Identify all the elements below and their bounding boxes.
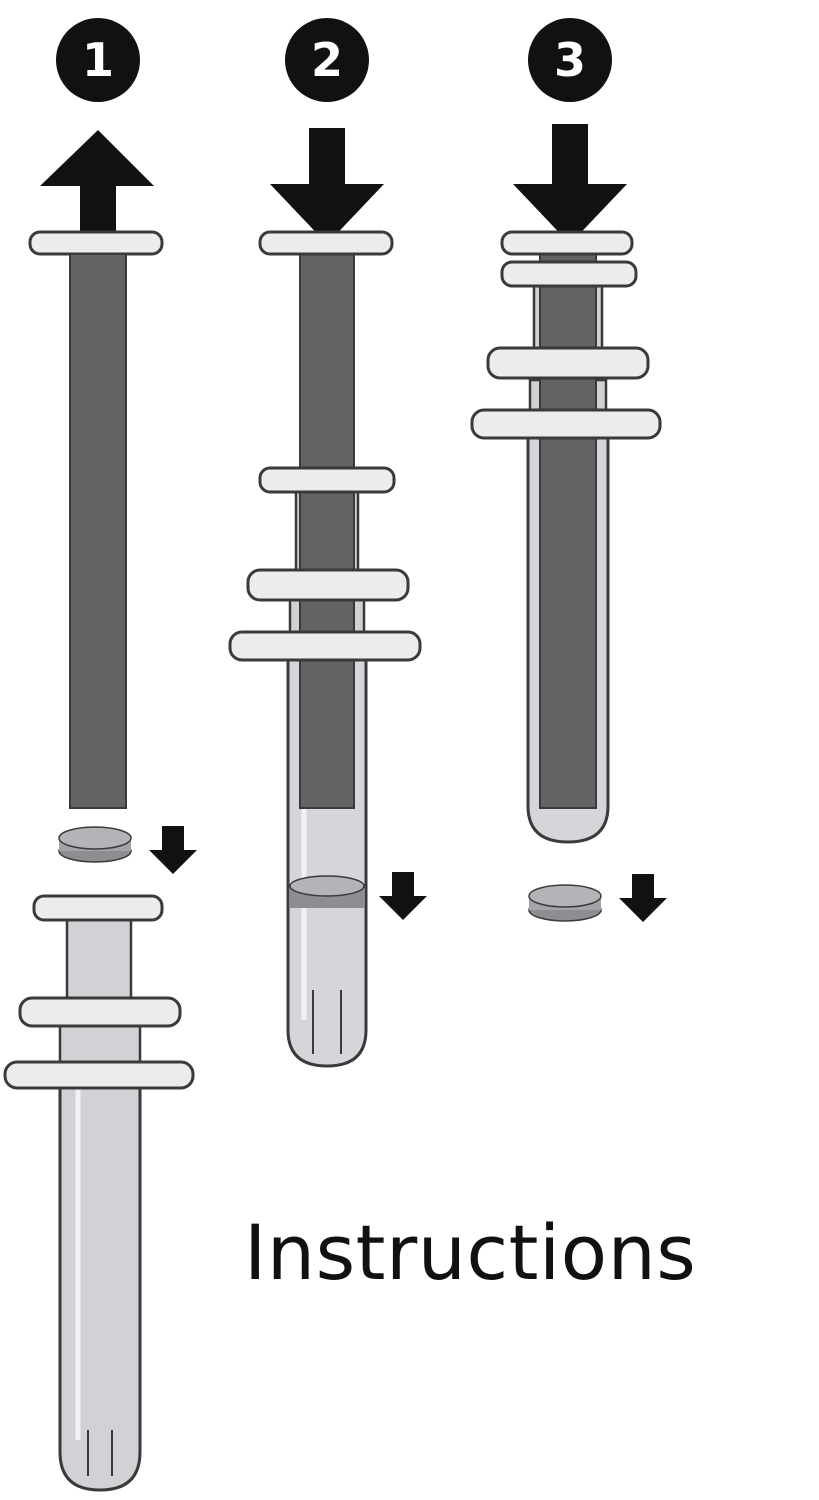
plunger-rod — [539, 251, 597, 809]
step-1-badge: 1 — [56, 18, 140, 102]
applicator-icon — [3, 894, 195, 1492]
arrow-down-icon — [379, 872, 427, 920]
step-3-number: 3 — [554, 33, 586, 87]
plunger-flange — [28, 230, 164, 256]
step-2-group: 2 — [228, 18, 427, 1068]
instructions-title: Instructions — [244, 1208, 697, 1297]
step-1-number: 1 — [82, 33, 114, 87]
tablet-icon — [58, 826, 132, 863]
step-3-group: 3 — [470, 18, 667, 922]
step-3-badge: 3 — [528, 18, 612, 102]
plunger-flange — [258, 230, 394, 256]
arrow-down-icon — [513, 124, 627, 244]
step-2-number: 2 — [311, 33, 343, 87]
plunger-flange — [500, 230, 634, 256]
arrow-down-icon — [149, 826, 197, 874]
tablet-icon — [289, 875, 365, 908]
arrow-down-icon — [619, 874, 667, 922]
plunger-rod — [69, 253, 127, 809]
arrow-up-icon — [40, 130, 154, 242]
step-1-group: 1 — [3, 18, 197, 1492]
arrow-down-icon — [270, 128, 384, 244]
plunger-rod — [299, 253, 355, 809]
tablet-icon — [528, 884, 602, 922]
step-2-badge: 2 — [285, 18, 369, 102]
